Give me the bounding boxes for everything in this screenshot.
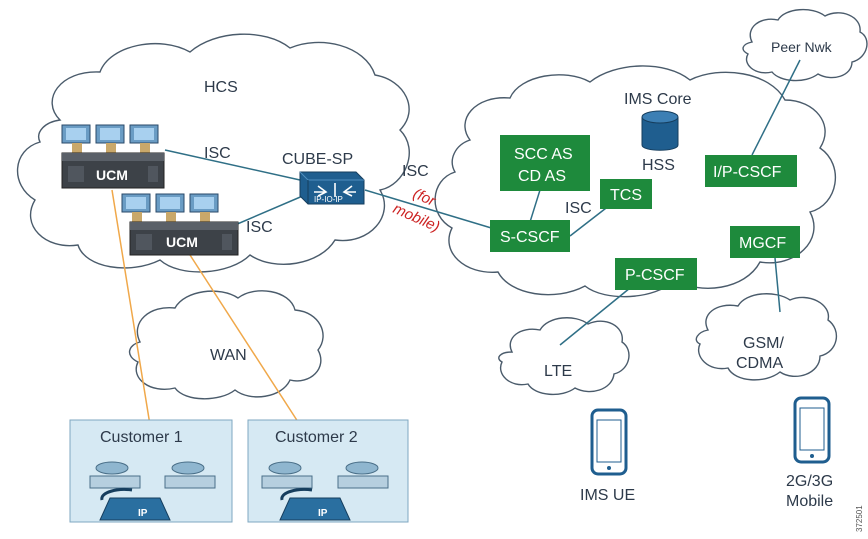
scc-as-label-line1: SCC AS [514,146,573,163]
tcs-box [600,179,652,209]
p-cscf-label: P-CSCF [625,267,685,284]
cube-sp-label: CUBE-SP [282,151,353,168]
ucm-server-1 [61,124,165,189]
router-icon [95,461,205,475]
scc-as-box [500,135,590,191]
i-p-cscf-label: I/P-CSCF [713,164,782,181]
ip-phone-label: IP [318,508,328,519]
mobile-label-line1: 2G/3G [786,473,833,490]
isc-label-ucm1: ISC [204,145,231,162]
link-icscf-peer [751,59,801,156]
figure-id: 372501 [855,505,864,532]
peer-nwk-cloud [742,9,868,82]
ucm-1-label: UCM [96,167,128,183]
link-tcs-scscf [569,204,611,237]
isc-label-cube: ISC [402,163,429,180]
switch-icon [89,475,216,489]
ims-ue-phone-icon [590,408,628,476]
lte-cloud-label: LTE [544,363,572,380]
customer-2-label: Customer 2 [275,429,358,446]
link-sccas-scscf [529,189,541,223]
p-cscf-box [615,258,697,290]
monitor-icon [121,193,219,222]
wan-cloud-label: WAN [210,347,247,364]
monitor-icon [61,124,159,153]
gsm-cdma-cloud [695,293,838,381]
gsm-cdma-label-line2: CDMA [736,355,783,372]
cube-sp-router-icon [299,171,365,205]
ucm-2-label: UCM [166,234,198,250]
customer-1-label: Customer 1 [100,429,183,446]
scc-as-label-line2: CD AS [518,168,566,185]
isc-label-ucm2: ISC [246,219,273,236]
wan-cloud [128,290,324,400]
mgcf-label: MGCF [739,235,786,252]
ip-phone-icon [99,488,171,521]
mgcf-box [730,226,800,258]
link-pcscf-lte [559,287,631,346]
link-ucm1-customer1 [111,189,151,426]
link-ucm1-cube [164,149,301,181]
ims-ue-label: IMS UE [580,487,635,504]
ucm-server-2 [121,193,239,256]
link-mgcf-gsm [774,257,781,313]
i-p-cscf-box [705,155,797,187]
link-cube-scscf [364,189,499,231]
router-icon [268,461,379,475]
isc-label-tcs: ISC [565,200,592,217]
ims-core-cloud-label: IMS Core [624,91,692,108]
link-ucm2-customer2 [189,254,301,426]
link-ucm2-cube [234,194,306,226]
for-mobile-label-line1: (for [410,185,438,210]
gsm-cdma-label-line1: GSM/ [743,335,784,352]
cube-sp-device-label: IP-IO-IP [314,195,343,204]
s-cscf-box [490,220,570,252]
hss-database-icon [641,110,679,151]
peer-nwk-cloud-label: Peer Nwk [771,39,833,55]
lte-cloud [498,317,630,395]
switch-icon [261,475,389,489]
ip-phone-icon [279,488,351,521]
hcs-cloud-label: HCS [204,79,238,96]
ip-phone-label: IP [138,508,148,519]
s-cscf-label: S-CSCF [500,229,560,246]
customer-2-site: IP [247,419,409,523]
mobile-label-line2: Mobile [786,493,833,510]
tcs-label: TCS [610,187,642,204]
hss-label: HSS [642,157,675,174]
mobile-phone-icon [793,396,831,464]
customer-1-site: IP [69,419,233,523]
